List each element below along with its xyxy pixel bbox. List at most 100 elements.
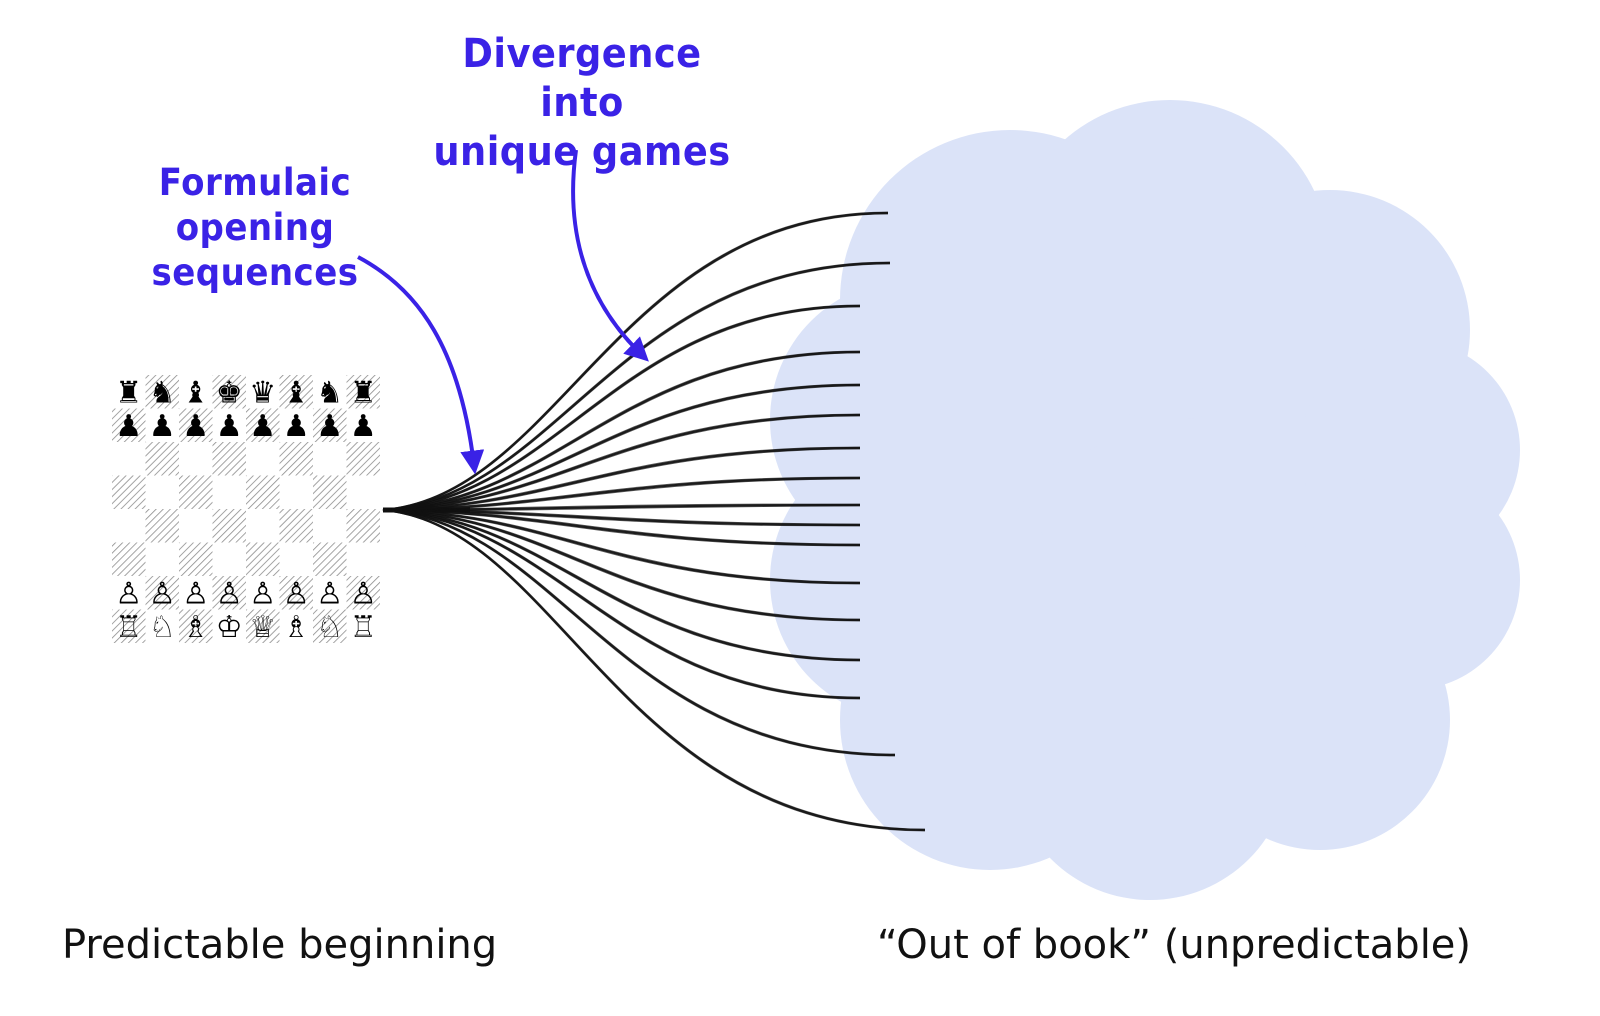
- board-light-square: [179, 442, 213, 476]
- black-piece: ♝: [182, 375, 209, 410]
- board-dark-square: [145, 509, 179, 543]
- white-pawn: ♙: [115, 576, 142, 611]
- board-dark-square: [246, 475, 280, 509]
- game-branch: [382, 508, 861, 585]
- board-dark-square: [279, 442, 313, 476]
- board-dark-square: [279, 375, 313, 409]
- formulaic-annotation-line-2: opening sequences: [151, 206, 359, 295]
- board-light-square: [112, 375, 146, 409]
- board-dark-square: [212, 442, 246, 476]
- game-branch: [382, 508, 896, 757]
- board-light-square: [179, 576, 213, 610]
- board-light-square: [279, 475, 313, 509]
- board-dark-square: [212, 375, 246, 409]
- board-dark-square: [313, 408, 347, 442]
- white-pawn: ♙: [182, 576, 209, 611]
- black-piece: ♛: [249, 375, 276, 410]
- black-pawn: ♟: [249, 409, 276, 444]
- formulaic-annotation: Formulaic opening sequences: [85, 160, 425, 295]
- board-light-square: [145, 408, 179, 442]
- board-light-square: [145, 542, 179, 576]
- black-pawn: ♟: [182, 409, 209, 444]
- board-dark-square: [212, 509, 246, 543]
- black-piece: ♚: [216, 375, 243, 410]
- board-dark-square: [346, 509, 380, 543]
- board-dark-square: [112, 408, 146, 442]
- board-light-square: [246, 509, 280, 543]
- divergence-annotation: Divergence into unique games: [426, 30, 739, 176]
- divergence-annotation-line-1: Divergence into: [462, 31, 702, 126]
- out-of-book-caption: “Out of book” (unpredictable): [877, 922, 1472, 968]
- white-pawn: ♙: [216, 576, 243, 611]
- board-light-square: [313, 375, 347, 409]
- white-piece: ♘: [316, 610, 343, 645]
- board-light-square: [112, 509, 146, 543]
- white-piece: ♖: [115, 610, 142, 645]
- board-dark-square: [313, 475, 347, 509]
- board-light-square: [313, 442, 347, 476]
- board-light-square: [313, 509, 347, 543]
- board-dark-square: [112, 542, 146, 576]
- white-piece: ♘: [149, 610, 176, 645]
- game-branch: [382, 211, 889, 512]
- board-dark-square: [313, 542, 347, 576]
- game-branch: [382, 383, 861, 512]
- board-dark-square: [246, 408, 280, 442]
- white-piece: ♗: [283, 610, 310, 645]
- game-branch: [382, 508, 861, 622]
- black-pawn: ♟: [350, 409, 377, 444]
- game-branch: [382, 509, 896, 757]
- game-branch: [382, 352, 861, 512]
- white-pawn: ♙: [316, 576, 343, 611]
- board-light-square: [279, 408, 313, 442]
- game-branch: [382, 304, 861, 512]
- board-light-square: [246, 442, 280, 476]
- board-dark-square: [346, 576, 380, 610]
- game-branch: [382, 508, 861, 700]
- board-light-square: [279, 609, 313, 643]
- board-light-square: [145, 475, 179, 509]
- board-light-square: [346, 542, 380, 576]
- game-branch: [382, 509, 861, 700]
- game-branch: [382, 413, 861, 512]
- black-pawn: ♟: [216, 409, 243, 444]
- game-branch: [382, 508, 861, 662]
- board-dark-square: [112, 609, 146, 643]
- game-branch: [382, 476, 861, 512]
- game-branch: [382, 350, 861, 512]
- board-light-square: [346, 609, 380, 643]
- black-piece: ♜: [350, 375, 377, 410]
- board-dark-square: [246, 609, 280, 643]
- board-light-square: [246, 375, 280, 409]
- board-light-square: [145, 609, 179, 643]
- divergence-annotation-line-2: unique games: [433, 128, 731, 175]
- board-light-square: [179, 375, 213, 409]
- black-piece: ♞: [316, 375, 343, 410]
- board-dark-square: [179, 542, 213, 576]
- board-dark-square: [179, 408, 213, 442]
- board-dark-square: [346, 442, 380, 476]
- game-branch: [382, 446, 861, 512]
- board-dark-square: [279, 576, 313, 610]
- formulaic-arrow: [357, 255, 485, 475]
- board-dark-square: [112, 475, 146, 509]
- game-branch: [382, 508, 861, 547]
- white-pawn: ♙: [350, 576, 377, 611]
- board-dark-square: [145, 576, 179, 610]
- white-piece: ♗: [182, 610, 209, 645]
- board-dark-square: [145, 375, 179, 409]
- game-branch: [382, 263, 891, 512]
- black-pawn: ♟: [115, 409, 142, 444]
- board-light-square: [346, 475, 380, 509]
- white-piece: ♖: [350, 610, 377, 645]
- board-dark-square: [346, 375, 380, 409]
- board-light-square: [112, 576, 146, 610]
- game-branch: [382, 306, 861, 512]
- game-branch: [382, 509, 861, 622]
- black-piece: ♞: [149, 375, 176, 410]
- board-dark-square: [179, 609, 213, 643]
- diverging-game-branches: [382, 211, 926, 832]
- black-pawn: ♟: [316, 409, 343, 444]
- white-pawn: ♙: [283, 576, 310, 611]
